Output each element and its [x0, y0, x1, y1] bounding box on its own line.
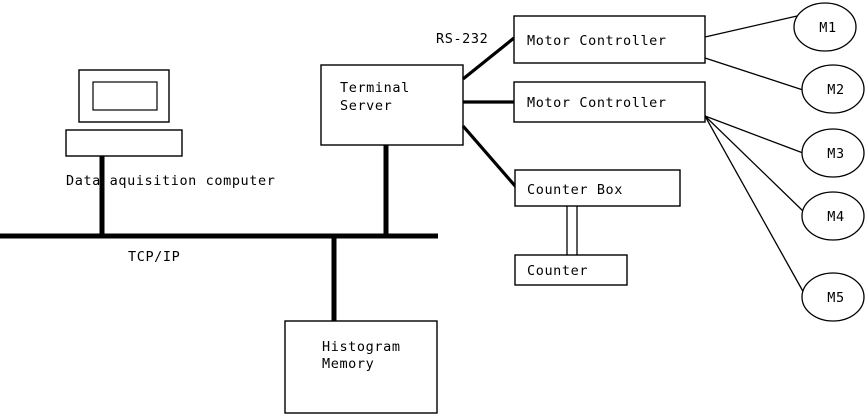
motor-controller-2-box: [513, 81, 706, 123]
motor-m4-label: M4: [827, 209, 844, 225]
histogram-memory-box: [284, 320, 438, 414]
histogram-memory-label-line2: Memory: [322, 356, 374, 372]
motor-m5-label: M5: [827, 290, 844, 306]
link-terminal-server-motor-controller-1: [461, 36, 516, 81]
motor-m4-ellipse: [801, 191, 865, 241]
motor-m5-node[interactable]: M5: [801, 272, 865, 322]
counter-box-node[interactable]: Counter Box: [514, 169, 681, 207]
histogram-memory-node[interactable]: Histogram Memory: [284, 320, 438, 414]
motor-m5-ellipse: [801, 272, 865, 322]
motor-m3-label: M3: [827, 146, 844, 162]
computer-base-icon: [65, 129, 183, 157]
counter-box-rect: [514, 254, 628, 286]
motor-m2-node[interactable]: M2: [801, 64, 865, 114]
motor-m1-ellipse: [793, 2, 857, 52]
data-acquisition-computer-label: Data aquisition computer: [66, 173, 275, 189]
motor-m2-ellipse: [801, 64, 865, 114]
rs232-label: RS-232: [436, 31, 488, 47]
tcpip-bus-label: TCP/IP: [128, 249, 180, 265]
motor-m3-ellipse: [801, 128, 865, 178]
link-terminal-server-counter-box: [461, 124, 518, 189]
motor-controller-2-node[interactable]: Motor Controller: [513, 81, 706, 123]
link-motor-controller-1-m2: [704, 57, 804, 91]
motor-controller-1-label: Motor Controller: [527, 33, 667, 49]
terminal-server-box: [320, 64, 464, 146]
terminal-server-node[interactable]: Terminal Server: [320, 64, 464, 146]
histogram-memory-label-line1: Histogram: [322, 339, 401, 355]
motor-m4-node[interactable]: M4: [801, 191, 865, 241]
motor-m2-label: M2: [827, 82, 844, 98]
link-motor-controller-1-m1: [704, 15, 798, 38]
terminal-server-label-line1: Terminal: [340, 80, 410, 96]
motor-m3-node[interactable]: M3: [801, 128, 865, 178]
counter-label: Counter: [527, 263, 588, 279]
motor-m1-node[interactable]: M1: [793, 2, 857, 52]
motor-controller-2-label: Motor Controller: [527, 95, 667, 111]
link-motor-controller-2-m4: [704, 115, 805, 213]
counter-box-box: [514, 169, 681, 207]
link-motor-controller-2-m5: [704, 115, 806, 296]
data-acquisition-computer-node[interactable]: [65, 69, 183, 157]
counter-box-label: Counter Box: [527, 182, 623, 198]
terminal-server-label-line2: Server: [340, 98, 392, 114]
link-motor-controller-2-m3: [704, 115, 804, 154]
motor-controller-1-node[interactable]: Motor Controller: [513, 15, 706, 64]
computer-monitor-screen-icon: [92, 81, 158, 111]
motor-m1-label: M1: [819, 20, 836, 36]
motor-controller-1-box: [513, 15, 706, 64]
counter-node[interactable]: Counter: [514, 254, 628, 286]
